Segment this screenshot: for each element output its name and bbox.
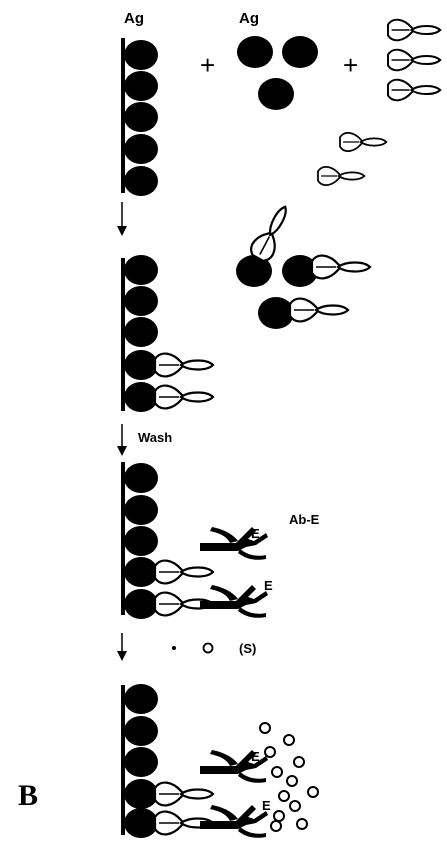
label-substrate: (S) [239, 641, 256, 656]
bound-antibodies [155, 354, 213, 409]
enzyme-label-2: E [264, 578, 273, 593]
plus-sign-1: + [200, 50, 215, 80]
stage-3: E E Ab-E [121, 462, 320, 619]
surface-antigens [124, 40, 158, 196]
stage-4: E E [121, 684, 318, 838]
enzyme-label-3: E [251, 749, 260, 764]
product-circles [260, 723, 318, 831]
step-arrow-2 [117, 424, 127, 456]
enzyme-label-1: E [251, 526, 260, 541]
label-free-antigen: Ag [239, 10, 259, 27]
substrate-circle [204, 644, 213, 653]
surface-antigens [124, 255, 158, 412]
stage-1: Ag Ag + + [121, 10, 440, 196]
step-arrow-3 [117, 633, 127, 661]
label-enzyme-antibody: Ab-E [289, 512, 320, 527]
surface-antigens [124, 684, 158, 838]
free-antibodies [318, 20, 440, 185]
antigen-antibody-complexes [236, 201, 370, 329]
label-surface-antigen: Ag [124, 10, 144, 27]
surface-antigens [124, 463, 158, 619]
stage-2 [121, 201, 370, 412]
plus-sign-2: + [343, 50, 358, 80]
free-antigens [237, 36, 318, 110]
label-wash: Wash [138, 430, 172, 445]
panel-letter: B [18, 779, 38, 812]
substrate-dot [172, 646, 176, 650]
step-arrow-1 [117, 202, 127, 236]
enzyme-label-4: E [262, 798, 271, 813]
